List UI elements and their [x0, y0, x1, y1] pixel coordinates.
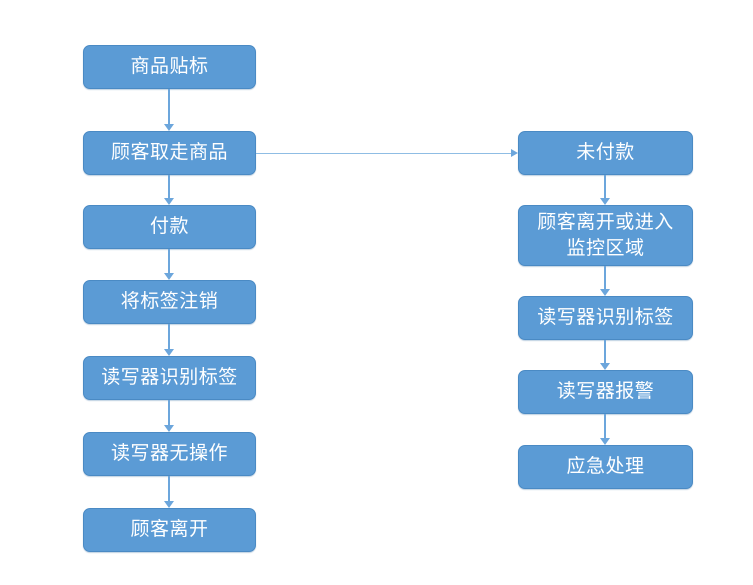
flow-node-guke-likai-huo-jinru-jiankong-quyu[interactable]: 顾客离开或进入 监控区域: [518, 205, 693, 266]
arrowhead-icon-m2-m3: [600, 289, 610, 296]
connector-m1-m2: [604, 175, 606, 200]
arrowhead-icon-m3-m4: [600, 363, 610, 370]
flow-node-jiang-biaoqian-zhuxiao[interactable]: 将标签注销: [83, 280, 256, 324]
node-label: 读写器识别标签: [537, 307, 674, 328]
flow-node-shangpin-tiebiao[interactable]: 商品贴标: [83, 45, 256, 89]
flow-node-yingji-chuli[interactable]: 应急处理: [518, 445, 693, 489]
connector-n4-n5: [168, 324, 170, 351]
flow-node-duxieqi-shibie-biaoqian-right[interactable]: 读写器识别标签: [518, 296, 693, 340]
arrowhead-icon-n2-m1: [511, 149, 518, 157]
connector-n1-n2: [168, 89, 170, 126]
node-label: 顾客离开: [130, 519, 209, 540]
arrowhead-icon-m1-m2: [600, 198, 610, 205]
node-label: 顾客离开或进入 监控区域: [537, 211, 674, 259]
connector-m4-m5: [604, 414, 606, 440]
connector-m3-m4: [604, 340, 606, 365]
connector-n5-n6: [168, 400, 170, 427]
arrowhead-icon-n5-n6: [164, 425, 174, 432]
node-label: 未付款: [576, 142, 635, 163]
node-label: 读写器报警: [556, 381, 655, 402]
flow-node-duxieqi-wucaozuo[interactable]: 读写器无操作: [83, 432, 256, 476]
flow-node-duxieqi-shibie-biaoqian-left[interactable]: 读写器识别标签: [83, 356, 256, 400]
arrowhead-icon-n3-n4: [164, 273, 174, 280]
flow-node-guke-likai[interactable]: 顾客离开: [83, 508, 256, 552]
arrowhead-icon-n2-n3: [164, 198, 174, 205]
connector-n2-n3: [168, 175, 170, 200]
arrowhead-icon-n1-n2: [164, 124, 174, 131]
flow-node-weifukuan[interactable]: 未付款: [518, 131, 693, 175]
node-label: 应急处理: [566, 456, 645, 477]
node-label: 商品贴标: [130, 56, 209, 77]
node-label: 将标签注销: [120, 291, 219, 312]
flow-node-duxieqi-baojing[interactable]: 读写器报警: [518, 370, 693, 414]
arrowhead-icon-n4-n5: [164, 349, 174, 356]
node-label: 读写器识别标签: [101, 367, 238, 388]
arrowhead-icon-n6-n7: [164, 501, 174, 508]
connector-n2-m1: [256, 153, 512, 154]
node-label: 读写器无操作: [110, 443, 228, 464]
connector-m2-m3: [604, 266, 606, 291]
node-label: 顾客取走商品: [110, 142, 228, 163]
arrowhead-icon-m4-m5: [600, 438, 610, 445]
flow-node-guke-quzou-shangpin[interactable]: 顾客取走商品: [83, 131, 256, 175]
node-label: 付款: [149, 216, 189, 237]
flow-node-fukuan[interactable]: 付款: [83, 205, 256, 249]
connector-n3-n4: [168, 249, 170, 275]
connector-n6-n7: [168, 476, 170, 503]
